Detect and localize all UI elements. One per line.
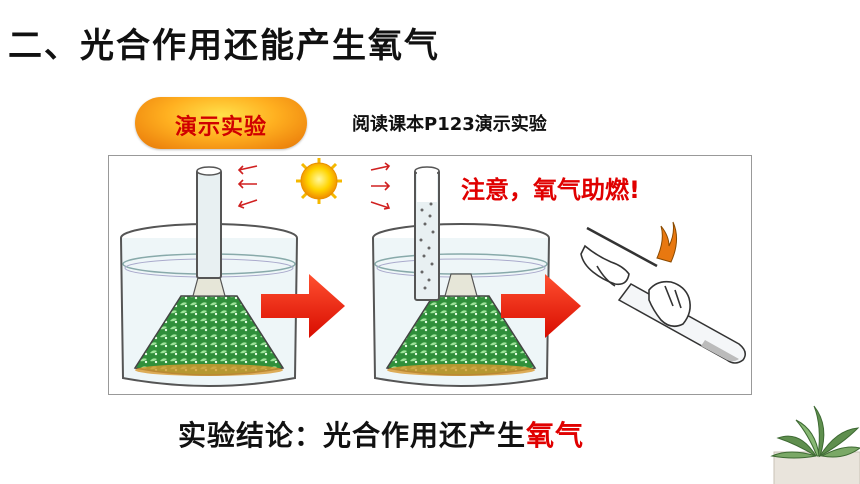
conclusion-highlight: 氧气: [526, 419, 585, 452]
sun-icon: [296, 158, 342, 204]
experiment-diagram: 注意，氧气助燃!: [120, 158, 746, 387]
beaker-icon: [120, 166, 298, 387]
reading-instruction: 阅读课本P123演示实验: [352, 114, 547, 135]
badge-label: 演示实验: [174, 115, 267, 140]
demo-experiment-badge: 演示实验: [135, 97, 307, 149]
arrow-right-icon: [501, 274, 581, 338]
beaker-icon: [372, 166, 550, 387]
light-rays: [237, 162, 391, 210]
experiment-conclusion: 实验结论：光合作用还产生氧气: [178, 414, 584, 454]
plant-icon: [770, 405, 860, 484]
hand-icon: [580, 244, 691, 328]
glowing-splint: [586, 221, 677, 268]
slide-title: 二、光合作用还能产生氧气: [8, 26, 440, 66]
conclusion-text: 实验结论：光合作用还产生: [178, 419, 527, 452]
experiment-illustration: 注意，氧气助燃!: [108, 155, 752, 395]
oxygen-warning: 注意，氧气助燃!: [461, 176, 640, 204]
arrow-right-icon: [261, 274, 345, 338]
